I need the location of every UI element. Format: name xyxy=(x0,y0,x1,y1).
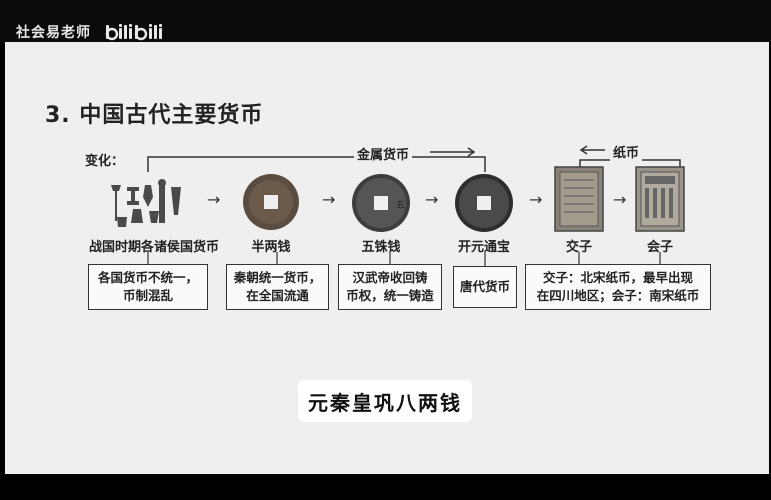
desc-line: 在全国流通 xyxy=(246,288,309,303)
item-caption-banliang: 半两钱 xyxy=(251,240,291,255)
banliang-coin-icon xyxy=(241,172,301,232)
caption-connectors xyxy=(147,252,661,266)
warring-states-coins-icon xyxy=(105,177,195,232)
flow-arrow-icon: → xyxy=(425,190,439,209)
huizi-note-icon xyxy=(635,166,685,232)
uploader-watermark: 社会易老师 xyxy=(16,22,167,42)
flow-arrow-icon: → xyxy=(529,190,543,209)
desc-box-kaiyuan: 唐代货币 xyxy=(453,266,517,308)
video-top-bar: 社会易老师 xyxy=(0,0,771,42)
lesson-slide: 3. 中国古代主要货币 变化： 金属货币 纸币 xyxy=(5,42,769,474)
slide-heading: 3. 中国古代主要货币 xyxy=(45,103,264,128)
metal-currency-bracket xyxy=(147,156,486,172)
desc-line: 在四川地区；会子：南宋纸币 xyxy=(536,288,700,303)
item-caption-jiaozi: 交子 xyxy=(565,240,592,255)
metal-currency-label: 金属货币 xyxy=(354,144,413,163)
item-caption-wuzhu: 五铢钱 xyxy=(361,240,401,255)
svg-text:五: 五 xyxy=(396,201,405,211)
wuzhu-coin-icon: 五 xyxy=(350,172,412,234)
uploader-name: 社会易老师 xyxy=(16,25,91,41)
item-caption-warring-states: 战国时期各诸侯国货币 xyxy=(88,240,219,255)
flow-arrow-icon: → xyxy=(322,190,336,209)
bilibili-logo xyxy=(105,23,167,41)
desc-line: 币制混乱 xyxy=(122,288,173,303)
video-subtitle: 元秦皇巩八两钱 xyxy=(298,380,472,422)
desc-line: 各国货币不统一， xyxy=(97,270,198,285)
desc-box-wuzhu: 汉武帝收回铸 币权，统一铸造 xyxy=(338,264,442,310)
desc-line: 汉武帝收回铸 xyxy=(352,270,428,285)
jiaozi-note-icon xyxy=(554,166,604,232)
desc-box-banliang: 秦朝统一货币， 在全国流通 xyxy=(226,264,329,310)
flow-arrow-icon: → xyxy=(207,190,221,209)
desc-line: 秦朝统一货币， xyxy=(233,270,322,285)
desc-line: 币权，统一铸造 xyxy=(346,288,434,303)
desc-box-paper-money: 交子：北宋纸币，最早出现 在四川地区；会子：南宋纸币 xyxy=(525,264,711,310)
flow-arrow-icon: → xyxy=(613,190,627,209)
desc-line: 唐代货币 xyxy=(459,279,510,294)
kaiyuan-coin-icon xyxy=(453,172,515,234)
item-caption-huizi: 会子 xyxy=(646,240,673,255)
desc-box-warring-states: 各国货币不统一， 币制混乱 xyxy=(88,264,208,310)
paper-currency-label: 纸币 xyxy=(610,142,643,161)
desc-line: 交子：北宋纸币，最早出现 xyxy=(542,270,693,285)
item-caption-kaiyuan: 开元通宝 xyxy=(457,240,510,255)
change-label: 变化： xyxy=(85,154,125,169)
